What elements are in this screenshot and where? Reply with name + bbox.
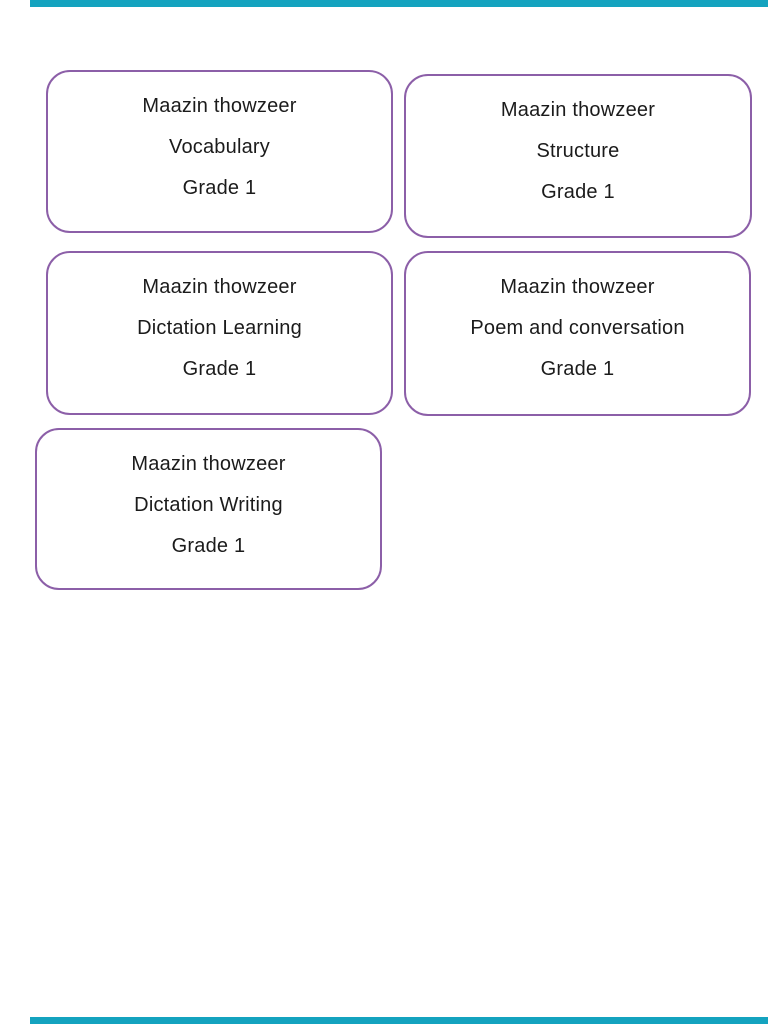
card-grade-line: Grade 1 — [540, 358, 615, 380]
card-grade-line: Grade 1 — [182, 177, 257, 199]
card-owner-line: Maazin thowzeer — [500, 99, 656, 121]
card-subject-line: Structure — [536, 140, 620, 162]
card-subject-line: Dictation Learning — [137, 317, 302, 339]
card-subject-line: Vocabulary — [169, 136, 270, 158]
card-grade-line: Grade 1 — [541, 181, 615, 203]
card-grade-line: Grade 1 — [171, 535, 246, 557]
card-owner-line: Maazin thowzeer — [500, 276, 655, 298]
label-card-vocabulary: Maazin thowzeer Vocabulary Grade 1 — [46, 70, 393, 233]
card-subject-line: Dictation Writing — [134, 494, 283, 516]
label-card-poem-and-conversation: Maazin thowzeer Poem and conversation Gr… — [404, 251, 751, 416]
card-grade-line: Grade 1 — [182, 358, 257, 380]
card-owner-line: Maazin thowzeer — [131, 453, 286, 475]
label-card-structure: Maazin thowzeer Structure Grade 1 — [404, 74, 752, 238]
card-owner-line: Maazin thowzeer — [142, 95, 297, 117]
label-card-dictation-learning: Maazin thowzeer Dictation Learning Grade… — [46, 251, 393, 415]
label-card-dictation-writing: Maazin thowzeer Dictation Writing Grade … — [35, 428, 382, 590]
top-edge-bar — [30, 0, 768, 7]
card-owner-line: Maazin thowzeer — [142, 276, 297, 298]
bottom-edge-bar — [30, 1017, 768, 1024]
card-subject-line: Poem and conversation — [470, 317, 685, 339]
